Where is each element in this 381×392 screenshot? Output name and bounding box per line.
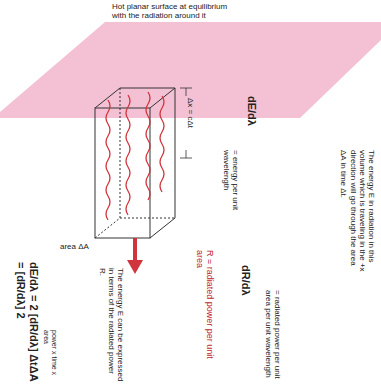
dimension-label: Δx = cΔt bbox=[186, 98, 195, 150]
power-density-text: = radiated power per unit area per unit … bbox=[264, 290, 282, 388]
energy-note: The energy E in radiation in this volume… bbox=[339, 150, 376, 275]
equation-note: power x time x area bbox=[42, 330, 58, 390]
volume-box bbox=[95, 88, 175, 238]
energy-density-text: = energy per unit wavelength bbox=[222, 150, 240, 240]
power-arrow bbox=[127, 238, 143, 274]
radiation-waves bbox=[106, 92, 164, 220]
power-label: R = radiated power per unit area bbox=[194, 250, 215, 360]
energy-density-symbol: dE/dλ bbox=[245, 96, 258, 156]
power-density-symbol: dR/dλ bbox=[239, 265, 252, 325]
equation: dE/dλ = 2 [dR/dλ] ΔtΔA = [dR/dλ] 2 bbox=[15, 262, 40, 390]
energy-note: The energy E can be expressed in terms o… bbox=[97, 268, 125, 383]
area-label: area ΔA bbox=[60, 242, 130, 251]
surface-caption: Hot planar surface at equilibrium with t… bbox=[112, 2, 242, 20]
